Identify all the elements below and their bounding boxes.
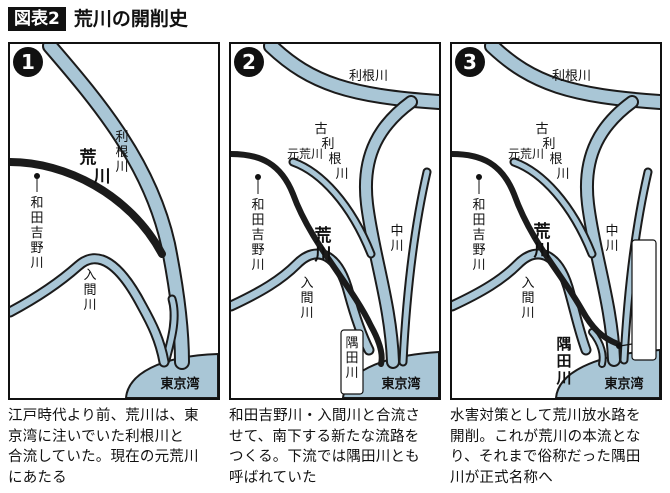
label-tone: 利根川 <box>552 69 591 84</box>
label-sumida: 隅田川 <box>345 336 358 381</box>
label-moto: 元荒川 <box>508 147 544 161</box>
moto-arakawa <box>509 157 597 259</box>
label-iruma: 入間川 <box>83 268 96 313</box>
caption-line: 開削。これが荒川の本流とな <box>450 428 641 445</box>
label-wada: 和田吉野川 <box>30 196 43 271</box>
map-panel-3: 3 利根川 古利根川 元荒川 中川 荒川 和田吉野川 入間川 隅田川 東京湾 <box>452 44 660 398</box>
figure-title: 荒川の開削史 <box>73 8 188 30</box>
caption-line: 水害対策として荒川放水路を <box>450 408 641 424</box>
label-naka: 中川 <box>605 224 618 254</box>
caption-line: 京湾に注いでいた利根川と <box>8 428 184 445</box>
caption-line: にあたる <box>8 469 67 486</box>
label-arakawa: 荒川 <box>533 221 551 261</box>
label-naka: 中川 <box>390 224 403 254</box>
arakawa-river <box>231 151 385 367</box>
panel-number-badge <box>13 47 43 77</box>
caption-line: 呼ばれていた <box>229 469 317 486</box>
caption-line: 合流していた。現在の元荒川 <box>8 449 199 465</box>
tokyo-bay <box>554 348 660 398</box>
caption-line: つくる。下流では隅田川とも <box>229 449 420 465</box>
label-wada: 和田吉野川 <box>251 198 264 273</box>
panel-3: 3 利根川 古利根川 元荒川 中川 荒川 和田吉野川 入間川 隅田川 東京湾 <box>450 42 662 400</box>
map-panel-2: 2 利根川 古利根川 元荒川 中川 荒川 和田吉野川 入間川 隅田川 東京湾 <box>231 44 439 398</box>
figure-tag: 図表2 <box>8 7 66 31</box>
panel-1: 1 利根川 荒川 和田吉野川 入間川 東京湾 <box>8 42 220 400</box>
caption-line: 和田吉野川・入間川と合流さ <box>229 408 421 424</box>
housuiro-box <box>631 239 657 361</box>
panel-number: 3 <box>463 50 477 74</box>
caption-line: り、それまで俗称だった隅田 <box>450 449 641 465</box>
caption-3: 水害対策として荒川放水路を 開削。これが荒川の本流とな り、それまで俗称だった隅… <box>450 406 662 488</box>
arakawa-river <box>10 158 166 258</box>
label-bay: 東京湾 <box>160 376 199 392</box>
label-iruma: 入間川 <box>300 276 313 321</box>
caption-line: 川が正式名称へ <box>450 469 553 486</box>
label-sumida: 隅田川 <box>555 335 571 387</box>
label-tone: 利根川 <box>115 130 128 175</box>
caption-line: せて、南下する新たな流路を <box>229 428 420 445</box>
label-arakawa: 荒川 <box>79 147 111 187</box>
panel-number: 1 <box>21 50 35 74</box>
sumida-box <box>340 329 364 395</box>
caption-1: 江戸時代より前、荒川は、東 京湾に注いでいた利根川と 合流していた。現在の元荒川… <box>8 406 220 488</box>
label-arakawa: 荒川 <box>314 225 332 265</box>
label-wada: 和田吉野川 <box>472 198 485 273</box>
panel-number: 2 <box>242 50 256 74</box>
arakawa-river <box>452 151 621 347</box>
panel-number-badge <box>234 47 264 77</box>
label-moto: 元荒川 <box>287 147 323 161</box>
label-furutone: 古利根川 <box>314 122 348 182</box>
moto-arakawa <box>288 157 376 259</box>
panel-2: 2 利根川 古利根川 元荒川 中川 荒川 和田吉野川 入間川 隅田川 東京湾 <box>229 42 441 400</box>
label-furutone: 古利根川 <box>535 122 569 182</box>
map-panel-1: 1 利根川 荒川 和田吉野川 入間川 東京湾 <box>10 44 218 398</box>
panel-number-badge <box>455 47 485 77</box>
label-iruma: 入間川 <box>521 276 534 321</box>
label-bay: 東京湾 <box>381 376 420 392</box>
caption-line: 江戸時代より前、荒川は、東 <box>8 408 199 424</box>
label-tone: 利根川 <box>349 69 388 84</box>
caption-2: 和田吉野川・入間川と合流さ せて、南下する新たな流路を つくる。下流では隅田川と… <box>229 406 441 488</box>
housuiro-pointer <box>619 343 633 347</box>
label-bay: 東京湾 <box>604 376 643 392</box>
figure-header: 図表2 荒川の開削史 <box>8 6 188 32</box>
housuiro-dot <box>616 343 622 349</box>
